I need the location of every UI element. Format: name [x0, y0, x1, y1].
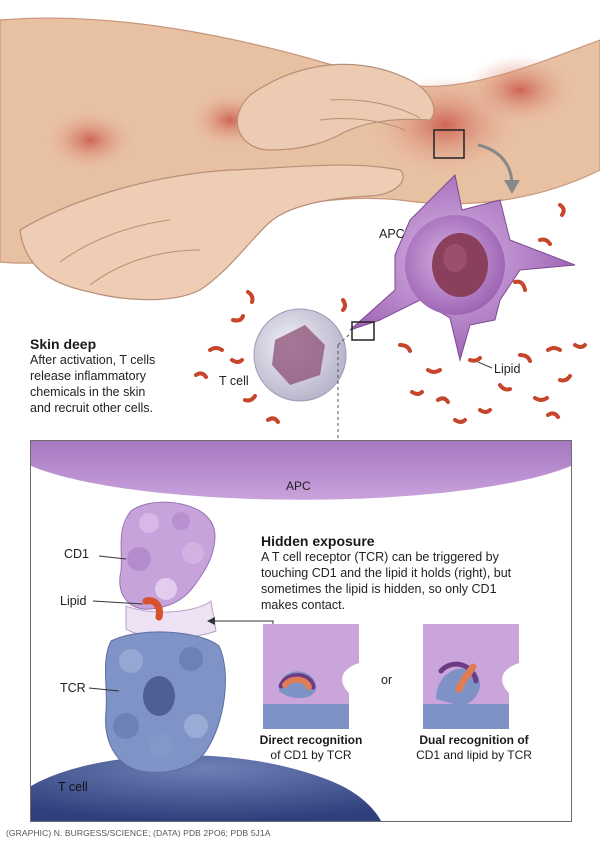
- skin-deep-line-2: release inflammatory: [30, 369, 147, 383]
- hidden-exposure-line-3: sometimes the lipid is hidden, so only C…: [261, 582, 497, 596]
- direct-recognition-caption: Direct recognition of CD1 by TCR: [246, 733, 376, 763]
- tcr-protein: [104, 631, 226, 773]
- skin-deep-line-1: After activation, T cells: [30, 353, 156, 367]
- skin-zoom-box: [433, 129, 465, 159]
- dual-recognition-rest: CD1 and lipid by TCR: [416, 748, 532, 762]
- apc-label: APC: [379, 227, 405, 241]
- direct-recognition-inset: [263, 624, 359, 729]
- skin-deep-line-3: chemicals in the skin: [30, 385, 146, 399]
- hidden-exposure-line-1: A T cell receptor (TCR) can be triggered…: [261, 550, 499, 564]
- upper-hand: [237, 63, 435, 151]
- graphic-credit: (GRAPHIC) N. BURGESS/SCIENCE; (DATA) PDB…: [6, 828, 271, 838]
- lipid-in-cd1: [142, 597, 163, 621]
- skin-deep-title: Skin deep: [30, 336, 97, 352]
- skin-deep-caption: Skin deep After activation, T cells rele…: [30, 336, 210, 416]
- skin-deep-line-4: and recruit other cells.: [30, 401, 153, 415]
- t-cell-label: T cell: [219, 374, 249, 388]
- molecular-diagram: [31, 441, 571, 821]
- t-cell: [253, 308, 347, 402]
- lower-hand: [19, 164, 404, 301]
- direct-recognition-bold: Direct recognition: [259, 733, 363, 747]
- direct-recognition-rest: of CD1 by TCR: [270, 748, 352, 762]
- cd1-protein: [119, 501, 217, 638]
- t-cell-membrane: [31, 755, 381, 821]
- apc-cell: [349, 173, 576, 362]
- panel-lipid-label: Lipid: [60, 594, 87, 608]
- dual-recognition-inset: [423, 624, 519, 729]
- skin-illustration: [0, 17, 600, 440]
- hidden-exposure-caption: Hidden exposure A T cell receptor (TCR) …: [261, 533, 561, 613]
- hidden-exposure-line-2: touching CD1 and the lipid it holds (rig…: [261, 566, 512, 580]
- dual-recognition-bold: Dual recognition of: [419, 733, 529, 747]
- or-label: or: [381, 673, 393, 687]
- synapse-zoom-box: [351, 321, 375, 341]
- hidden-exposure-line-4: makes contact.: [261, 598, 346, 612]
- apc-membrane: [31, 441, 571, 500]
- cd1-label: CD1: [64, 547, 90, 561]
- tcr-label: TCR: [60, 681, 86, 695]
- panel-apc-label: APC: [286, 479, 311, 493]
- lipid-molecules: [194, 203, 587, 424]
- lipid-label: Lipid: [494, 362, 521, 376]
- dual-recognition-caption: Dual recognition of CD1 and lipid by TCR: [399, 733, 549, 763]
- hidden-exposure-title: Hidden exposure: [261, 533, 375, 549]
- panel-t-cell-label: T cell: [58, 780, 88, 794]
- hidden-exposure-panel: APC CD1 Lipid TCR T cell Hidden exposure…: [30, 440, 572, 822]
